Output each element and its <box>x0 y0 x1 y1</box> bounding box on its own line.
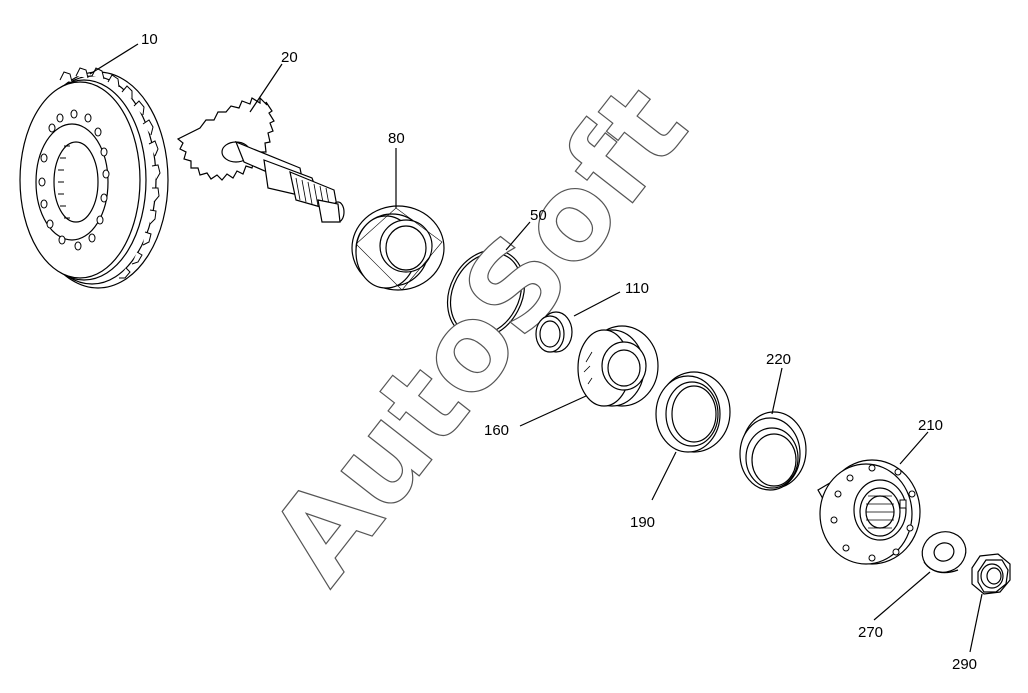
callout-270: 270 <box>858 624 883 641</box>
nut-290 <box>972 554 1010 594</box>
o-ring-50 <box>433 236 540 351</box>
leader-lines <box>89 43 983 653</box>
bearing-160 <box>578 326 658 406</box>
callout-50: 50 <box>530 207 547 224</box>
ring-gear-10 <box>20 68 168 288</box>
flange-210 <box>818 460 920 564</box>
spacer-110 <box>536 312 572 352</box>
callout-210: 210 <box>918 417 943 434</box>
callout-190: 190 <box>630 514 655 531</box>
callout-labels: 10 20 80 50 110 160 190 220 210 270 290 <box>141 31 977 673</box>
washer-270 <box>916 526 971 579</box>
bearing-80 <box>352 206 444 290</box>
callout-290: 290 <box>952 656 977 673</box>
callout-80: 80 <box>388 130 405 147</box>
dust-cover-220 <box>740 412 806 490</box>
callout-160: 160 <box>484 422 509 439</box>
callout-20: 20 <box>281 49 298 66</box>
seal-190 <box>656 372 730 452</box>
pinion-shaft-20 <box>178 98 344 222</box>
callout-10: 10 <box>141 31 158 48</box>
callout-110: 110 <box>625 280 649 297</box>
callout-220: 220 <box>766 351 791 368</box>
